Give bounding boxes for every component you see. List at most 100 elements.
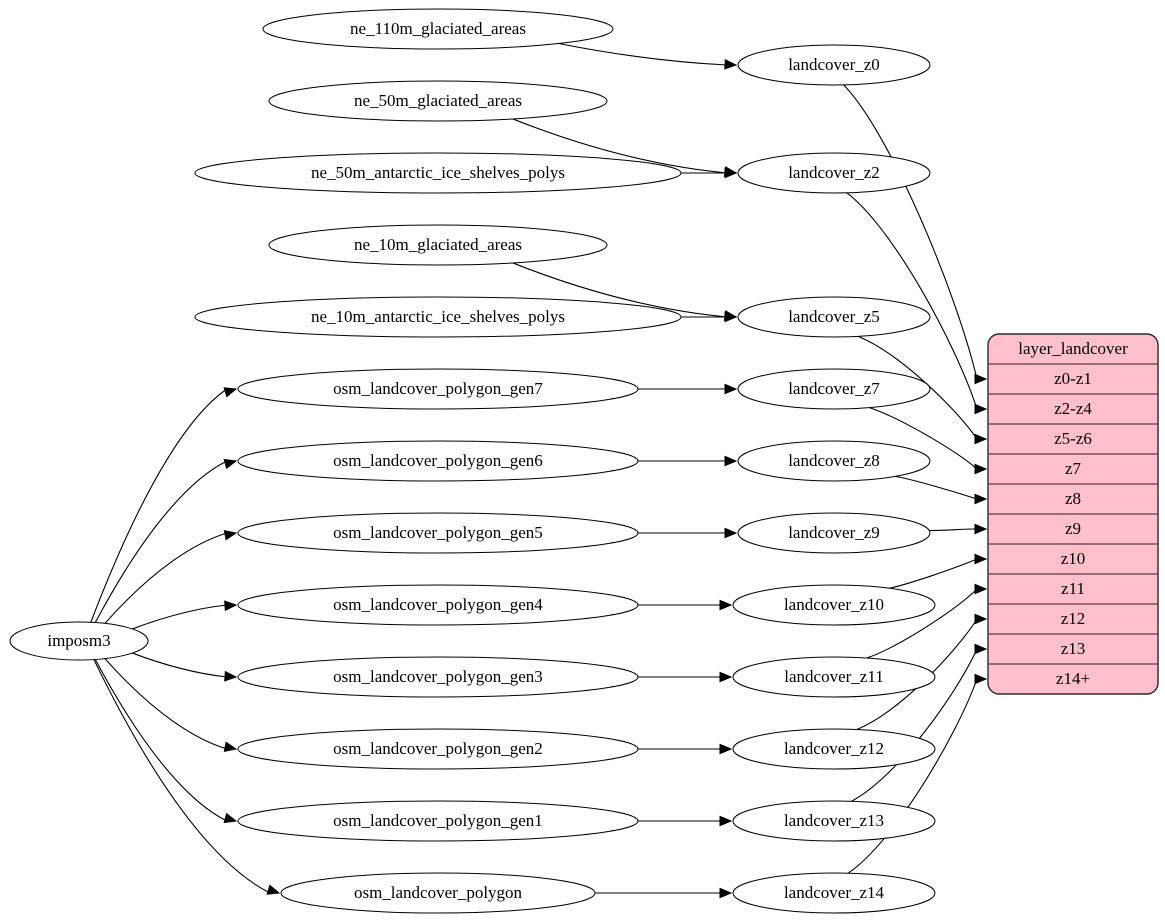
- node-shape: [262, 8, 614, 50]
- node-osm_landcover_polygon_gen3[interactable]: osm_landcover_polygon_gen3: [237, 656, 639, 698]
- edge-imposm3-to-osm_landcover_polygon_gen7: [90, 388, 228, 623]
- node-label: ne_110m_glaciated_areas: [350, 19, 526, 38]
- node-label: landcover_z5: [788, 307, 880, 326]
- node-ne_10m_glaciated_areas[interactable]: ne_10m_glaciated_areas: [268, 224, 608, 266]
- table-row-z7[interactable]: z7: [988, 454, 1158, 484]
- edge-arrowhead: [974, 463, 988, 475]
- node-landcover_z8[interactable]: landcover_z8: [737, 440, 931, 482]
- node-shape: [732, 656, 936, 698]
- table-row-label: z10: [1061, 549, 1086, 568]
- node-landcover_z12[interactable]: landcover_z12: [732, 728, 936, 770]
- table-row-label: z5-z6: [1054, 429, 1092, 448]
- table-row-z12[interactable]: z12: [988, 604, 1158, 634]
- node-shape: [268, 224, 608, 266]
- table-row-z0-z1[interactable]: z0-z1: [988, 364, 1158, 394]
- edge-landcover_z10-to-layer_landcover_z10: [889, 558, 978, 589]
- edge-imposm3-to-osm_landcover_polygon_gen6: [94, 460, 228, 623]
- edge-landcover_z9-to-layer_landcover_z9: [929, 528, 978, 532]
- node-shape: [732, 728, 936, 770]
- node-landcover_z9[interactable]: landcover_z9: [737, 512, 931, 554]
- node-osm_landcover_polygon_gen7[interactable]: osm_landcover_polygon_gen7: [237, 368, 639, 410]
- node-ne_110m_glaciated_areas[interactable]: ne_110m_glaciated_areas: [262, 8, 614, 50]
- node-osm_landcover_polygon_gen4[interactable]: osm_landcover_polygon_gen4: [237, 584, 639, 626]
- node-label: osm_landcover_polygon_gen5: [333, 523, 543, 542]
- node-label: ne_10m_glaciated_areas: [354, 235, 522, 254]
- node-osm_landcover_polygon_gen1[interactable]: osm_landcover_polygon_gen1: [237, 800, 639, 842]
- node-label: osm_landcover_polygon_gen2: [333, 739, 543, 758]
- edge-arrowhead: [974, 433, 988, 445]
- node-shape: [237, 440, 639, 482]
- node-label: landcover_z0: [788, 55, 880, 74]
- node-osm_landcover_polygon[interactable]: osm_landcover_polygon: [280, 872, 596, 914]
- table-row-z14+[interactable]: z14+: [988, 664, 1158, 694]
- node-label: landcover_z8: [788, 451, 880, 470]
- edge-arrowhead: [223, 812, 238, 824]
- table-row-z13[interactable]: z13: [988, 634, 1158, 664]
- node-landcover_z0[interactable]: landcover_z0: [737, 44, 931, 86]
- node-osm_landcover_polygon_gen2[interactable]: osm_landcover_polygon_gen2: [237, 728, 639, 770]
- node-label: landcover_z10: [784, 595, 884, 614]
- node-label: landcover_z9: [788, 523, 880, 542]
- node-shape: [737, 440, 931, 482]
- table-row-z8[interactable]: z8: [988, 484, 1158, 514]
- table-row-label: z12: [1061, 609, 1086, 628]
- node-ne_10m_antarctic_ice_shelves_polys[interactable]: ne_10m_antarctic_ice_shelves_polys: [194, 296, 682, 338]
- node-ne_50m_antarctic_ice_shelves_polys[interactable]: ne_50m_antarctic_ice_shelves_polys: [194, 152, 682, 194]
- node-landcover_z7[interactable]: landcover_z7: [737, 368, 931, 410]
- node-label: landcover_z14: [784, 883, 885, 902]
- table-row-label: z7: [1065, 459, 1082, 478]
- edge-arrowhead: [266, 884, 281, 895]
- edge-ne_10m_glaciated_areas-to-landcover_z5: [512, 262, 728, 318]
- node-landcover_z5[interactable]: landcover_z5: [737, 296, 931, 338]
- node-landcover_z13[interactable]: landcover_z13: [732, 800, 936, 842]
- node-shape: [280, 872, 596, 914]
- node-shape: [737, 152, 931, 194]
- node-shape: [737, 512, 931, 554]
- layer-landcover-table: layer_landcoverz0-z1z2-z4z5-z6z7z8z9z10z…: [987, 333, 1159, 695]
- node-shape: [237, 728, 639, 770]
- table-row-z5-z6[interactable]: z5-z6: [988, 424, 1158, 454]
- node-label: osm_landcover_polygon_gen7: [333, 379, 543, 398]
- table-row-z11[interactable]: z11: [988, 574, 1158, 604]
- table-row-label: z14+: [1056, 669, 1090, 688]
- node-landcover_z14[interactable]: landcover_z14: [732, 872, 936, 914]
- node-shape: [737, 368, 931, 410]
- node-label: landcover_z2: [788, 163, 880, 182]
- table-row-z2-z4[interactable]: z2-z4: [988, 394, 1158, 424]
- node-shape: [237, 368, 639, 410]
- node-shape: [194, 152, 682, 194]
- edge-arrowhead: [719, 743, 733, 755]
- node-shape: [9, 621, 149, 661]
- node-label: osm_landcover_polygon_gen1: [333, 811, 543, 830]
- node-ne_50m_glaciated_areas[interactable]: ne_50m_glaciated_areas: [268, 80, 608, 122]
- node-landcover_z10[interactable]: landcover_z10: [732, 584, 936, 626]
- edge-arrowhead: [974, 403, 988, 415]
- edge-landcover_z13-to-layer_landcover_z13: [851, 648, 978, 802]
- node-osm_landcover_polygon_gen6[interactable]: osm_landcover_polygon_gen6: [237, 440, 639, 482]
- edge-imposm3-to-osm_landcover_polygon_gen1: [94, 659, 228, 822]
- edge-imposm3-to-osm_landcover_polygon_gen5: [104, 532, 228, 624]
- table-row-label: z11: [1061, 579, 1085, 598]
- table-row-label: z13: [1061, 639, 1086, 658]
- node-label: landcover_z12: [784, 739, 884, 758]
- node-label: ne_10m_antarctic_ice_shelves_polys: [311, 307, 565, 326]
- edge-arrowhead: [724, 455, 738, 467]
- edge-imposm3-to-osm_landcover_polygon_gen4: [132, 604, 228, 630]
- edge-arrowhead: [974, 643, 988, 655]
- edge-landcover_z8-to-layer_landcover_z8: [895, 475, 978, 500]
- edge-arrowhead: [724, 311, 738, 323]
- node-landcover_z2[interactable]: landcover_z2: [737, 152, 931, 194]
- node-landcover_z11[interactable]: landcover_z11: [732, 656, 936, 698]
- edge-arrowhead: [974, 523, 988, 535]
- edge-arrowhead: [223, 458, 238, 470]
- edge-arrowhead: [724, 383, 738, 395]
- node-osm_landcover_polygon_gen5[interactable]: osm_landcover_polygon_gen5: [237, 512, 639, 554]
- edge-arrowhead: [224, 600, 238, 612]
- edge-arrowhead: [974, 673, 988, 685]
- node-shape: [237, 800, 639, 842]
- table-row-z10[interactable]: z10: [988, 544, 1158, 574]
- node-imposm3[interactable]: imposm3: [9, 621, 149, 661]
- node-label: ne_50m_glaciated_areas: [354, 91, 522, 110]
- node-shape: [737, 44, 931, 86]
- table-row-z9[interactable]: z9: [988, 514, 1158, 544]
